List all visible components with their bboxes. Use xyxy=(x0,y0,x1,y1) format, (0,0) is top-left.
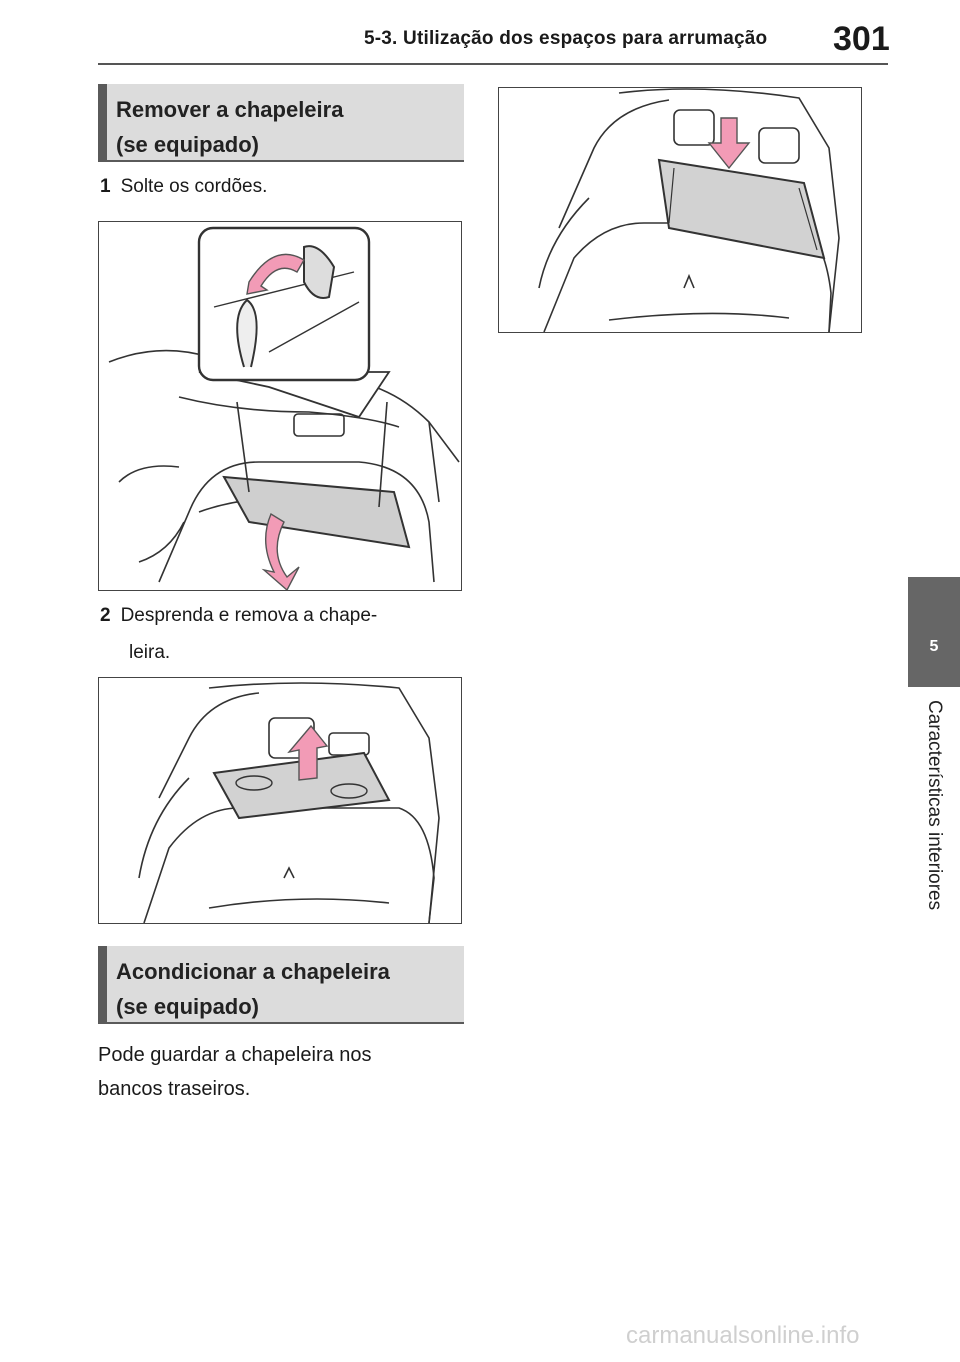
watermark: carmanualsonline.info xyxy=(626,1322,860,1349)
section-title-line1: Acondicionar a chapeleira xyxy=(116,959,390,984)
section-heading-remove: Remover a chapeleira (se equipado) xyxy=(98,84,464,162)
figure-lift-cover xyxy=(98,677,462,924)
header-rule xyxy=(98,63,888,65)
chapter-label: Características interiores xyxy=(924,700,945,911)
section-heading-stow: Acondicionar a chapeleira (se equipado) xyxy=(98,946,464,1024)
figure-stow-cover xyxy=(498,87,862,333)
section-title-line2: (se equipado) xyxy=(116,132,260,157)
chapter-tab: 5 xyxy=(908,577,960,687)
body-line1: Pode guardar a chapeleira nos xyxy=(98,1044,372,1066)
body-paragraph: Pode guardar a chapeleira nos bancos tra… xyxy=(98,1038,468,1106)
section-title-line1: Remover a chapeleira xyxy=(116,97,344,122)
figure-release-cords xyxy=(98,221,462,591)
lift-cover-illustration-icon xyxy=(138,682,440,923)
step-number: 2 xyxy=(100,605,111,626)
section-title-line2: (se equipado) xyxy=(116,994,260,1019)
step-text-cont: leira. xyxy=(129,642,171,663)
step-1: 1 Solte os cordões. xyxy=(100,168,267,205)
step-number: 1 xyxy=(100,176,111,197)
step-2: 2 Desprenda e remova a chape- leira. xyxy=(100,597,377,671)
step-text: Solte os cordões. xyxy=(120,176,268,197)
stow-cover-illustration-icon xyxy=(538,88,840,332)
page-number: 301 xyxy=(833,20,890,58)
header-title: 5-3. Utilização dos espaços para arrumaç… xyxy=(364,28,768,49)
body-line2: bancos traseiros. xyxy=(98,1078,251,1100)
step-text: Desprenda e remova a chape- xyxy=(120,605,378,626)
release-cords-illustration-icon xyxy=(108,226,460,590)
chapter-number: 5 xyxy=(929,638,939,655)
